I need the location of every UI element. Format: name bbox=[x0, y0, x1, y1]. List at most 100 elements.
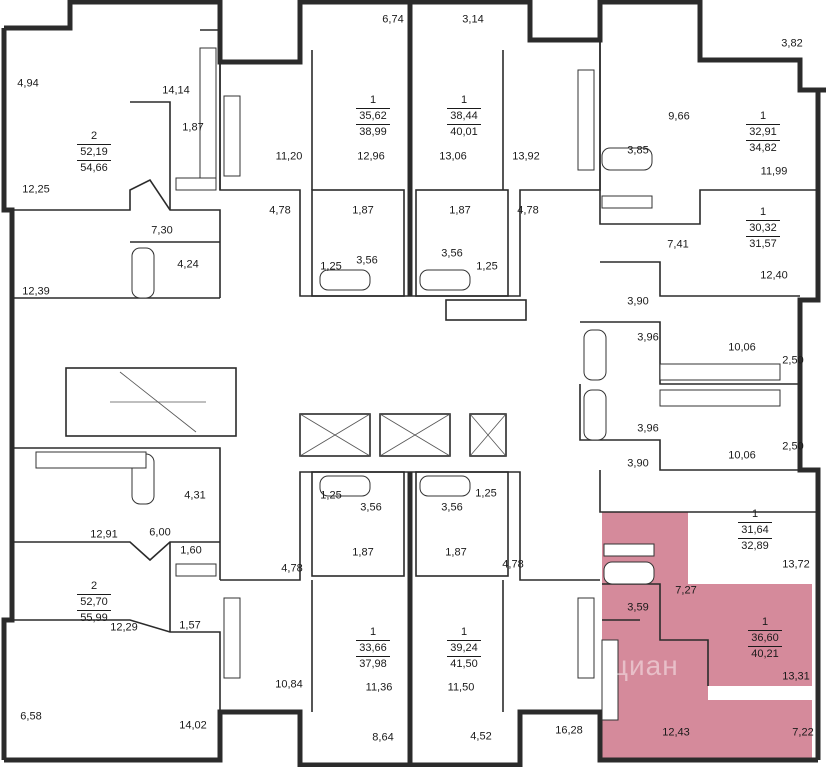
divider bbox=[748, 646, 782, 647]
room-area: 4,78 bbox=[281, 562, 303, 575]
wall-rt-4 bbox=[579, 384, 800, 471]
divider bbox=[738, 522, 772, 523]
bathtub-icon bbox=[419, 475, 471, 497]
room-area: 1,87 bbox=[352, 204, 374, 217]
room-area: 14,02 bbox=[179, 719, 207, 732]
room-area: 2,50 bbox=[782, 354, 804, 367]
divider bbox=[77, 610, 111, 611]
stair-diag bbox=[119, 371, 197, 433]
room-area: 3,56 bbox=[356, 254, 378, 267]
bathtub-icon bbox=[601, 147, 653, 171]
kitchen-counter-icon bbox=[223, 597, 241, 679]
divider bbox=[447, 124, 481, 125]
room-area: 4,78 bbox=[517, 204, 539, 217]
apartment-living-area: 31,64 bbox=[741, 524, 769, 536]
room-area: 11,50 bbox=[447, 681, 475, 694]
apartment-label: 1 33,66 37,98 bbox=[356, 626, 390, 671]
divider bbox=[77, 144, 111, 145]
apartment-living-area: 35,62 bbox=[359, 110, 387, 122]
stair-block bbox=[65, 367, 237, 437]
divider bbox=[356, 656, 390, 657]
room-area: 1,25 bbox=[476, 260, 498, 273]
outer-wall-left bbox=[1, 28, 15, 760]
apartment-rooms: 1 bbox=[759, 206, 767, 218]
room-area: 16,28 bbox=[555, 724, 583, 737]
room-area: 7,22 bbox=[792, 726, 814, 739]
radiator-icon bbox=[601, 195, 653, 209]
bath-block-br bbox=[415, 471, 509, 577]
room-area: 1,87 bbox=[352, 546, 374, 559]
apartment-label: 1 31,64 32,89 bbox=[738, 508, 772, 553]
wall-rt-2 bbox=[600, 261, 800, 297]
room-area: 3,56 bbox=[441, 501, 463, 514]
room-area: 12,25 bbox=[22, 183, 50, 196]
room-area: 10,84 bbox=[275, 678, 303, 691]
room-area: 4,94 bbox=[17, 77, 39, 90]
kitchen-counter-icon bbox=[577, 597, 595, 679]
room-area: 6,00 bbox=[149, 526, 171, 539]
divider bbox=[447, 108, 481, 109]
apartment-total-area: 34,82 bbox=[749, 142, 777, 154]
kitchen-counter-icon bbox=[659, 389, 781, 407]
room-area: 7,30 bbox=[151, 224, 173, 237]
elevator-2-x2 bbox=[379, 413, 451, 457]
room-area: 4,31 bbox=[184, 489, 206, 502]
wall-lb-1 bbox=[12, 447, 221, 580]
divider bbox=[738, 538, 772, 539]
bathtub-icon bbox=[603, 561, 655, 585]
divider bbox=[746, 220, 780, 221]
elevator-2 bbox=[379, 413, 451, 457]
divider bbox=[748, 630, 782, 631]
kitchen-counter-icon bbox=[199, 47, 217, 179]
room-area: 1,60 bbox=[180, 544, 202, 557]
elevator-3 bbox=[469, 413, 507, 457]
apartment-living-area: 36,60 bbox=[751, 632, 779, 644]
wall-bm-1 bbox=[220, 471, 410, 581]
divider bbox=[77, 594, 111, 595]
room-area: 1,87 bbox=[182, 121, 204, 134]
apartment-total-area: 31,57 bbox=[749, 238, 777, 250]
room-area: 1,57 bbox=[179, 619, 201, 632]
apartment-rooms: 2 bbox=[90, 130, 98, 142]
apartment-rooms: 1 bbox=[759, 110, 767, 122]
apartment-total-area: 55,99 bbox=[80, 612, 108, 624]
bath-block-right bbox=[415, 189, 509, 297]
room-area: 9,66 bbox=[668, 110, 690, 123]
apartment-label-selected[interactable]: 1 36,60 40,21 bbox=[748, 616, 782, 661]
radiator-icon bbox=[175, 177, 217, 191]
room-area: 4,78 bbox=[269, 204, 291, 217]
room-area: 12,43 bbox=[662, 726, 690, 739]
apartment-rooms: 1 bbox=[460, 626, 468, 638]
room-area: 11,99 bbox=[760, 165, 788, 178]
bathtub-icon bbox=[583, 389, 607, 441]
apartment-total-area: 37,98 bbox=[359, 658, 387, 670]
room-area: 3,96 bbox=[637, 331, 659, 344]
wall-rt-5 bbox=[599, 470, 818, 513]
room-area: 8,64 bbox=[372, 731, 394, 744]
apartment-label: 2 52,70 55,99 bbox=[77, 580, 111, 625]
apartment-total-area: 32,89 bbox=[741, 540, 769, 552]
apartment-label: 1 32,91 34,82 bbox=[746, 110, 780, 155]
bathtub-icon bbox=[419, 269, 471, 291]
divider bbox=[356, 124, 390, 125]
room-area: 1,87 bbox=[445, 546, 467, 559]
room-area: 4,78 bbox=[502, 558, 524, 571]
kitchen-counter-icon bbox=[577, 69, 595, 171]
kitchen-counter-icon bbox=[223, 95, 241, 177]
bathtub-icon bbox=[319, 475, 371, 497]
room-area: 13,72 bbox=[782, 558, 810, 571]
apartment-label: 1 39,24 41,50 bbox=[447, 626, 481, 671]
room-area: 3,85 bbox=[627, 144, 649, 157]
divider bbox=[356, 640, 390, 641]
apartment-rooms: 1 bbox=[369, 626, 377, 638]
room-area: 12,29 bbox=[110, 621, 138, 634]
room-area: 1,25 bbox=[320, 489, 342, 502]
apartment-label: 1 30,32 31,57 bbox=[746, 206, 780, 251]
radiator-icon bbox=[603, 543, 655, 557]
room-area: 3,56 bbox=[360, 501, 382, 514]
apartment-rooms: 1 bbox=[460, 94, 468, 106]
room-area: 6,58 bbox=[20, 710, 42, 723]
apartment-label: 1 38,44 40,01 bbox=[447, 94, 481, 139]
apartment-living-area: 52,70 bbox=[80, 596, 108, 608]
